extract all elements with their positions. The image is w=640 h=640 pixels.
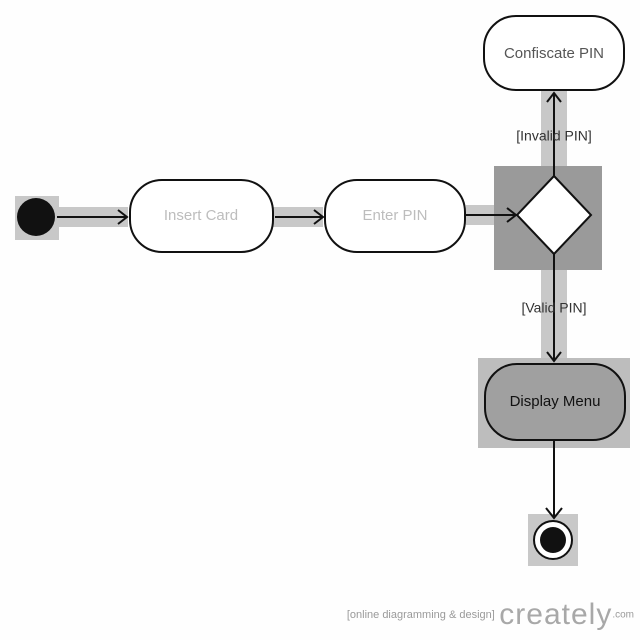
final-node-core xyxy=(540,527,566,553)
decision-node[interactable] xyxy=(515,174,593,256)
edge-display-end-arrowhead xyxy=(545,507,563,520)
edge-decision-confiscate-arrowhead xyxy=(546,91,562,103)
footer-tagline: [online diagramming & design] xyxy=(346,609,495,621)
footer-brand: creately xyxy=(499,598,613,631)
enter-pin-label: Enter PIN xyxy=(362,207,427,224)
confiscate-pin-node[interactable] xyxy=(483,15,625,91)
footer-domain: .com xyxy=(612,609,634,621)
guard-valid-pin: [Valid PIN] xyxy=(521,300,586,316)
edge-decision-display-arrowhead xyxy=(546,351,562,363)
insert-card-node[interactable] xyxy=(129,179,274,253)
initial-node[interactable] xyxy=(17,198,55,236)
edge-insert-enter-arrowhead xyxy=(313,209,325,225)
confiscate-pin-label: Confiscate PIN xyxy=(504,45,604,62)
enter-pin-node[interactable] xyxy=(324,179,466,253)
guard-invalid-pin: [Invalid PIN] xyxy=(516,128,591,144)
edge-start-insert-arrowhead xyxy=(117,209,129,225)
display-menu-node[interactable] xyxy=(484,363,626,441)
insert-card-label: Insert Card xyxy=(164,207,238,224)
creately-watermark: [online diagramming & design] creately.c… xyxy=(347,598,634,632)
display-menu-label: Display Menu xyxy=(510,393,601,410)
